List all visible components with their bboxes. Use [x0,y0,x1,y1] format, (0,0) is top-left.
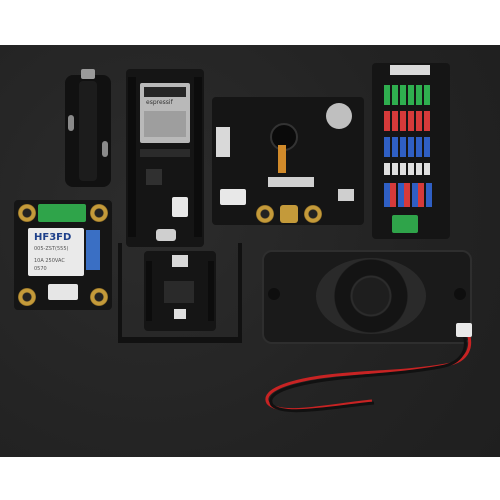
relay-model-text: HF3FD [34,232,72,243]
speaker-wires [265,323,472,413]
product-photo: espressif HF3FD [0,45,500,457]
speaker [262,250,472,344]
usb-c-board [118,243,242,347]
relay-spec-text: 005-ZST(555) [34,246,69,252]
relay-rating-text: 10A 250VAC [34,258,65,264]
relay-rating2-text: 0570 [34,266,47,272]
battery-holder [65,69,111,187]
esp32-board: espressif [126,69,204,247]
esp32-brand-text: espressif [146,99,173,106]
camera-board [212,97,364,225]
relay-module: HF3FD 005-ZST(555) 10A 250VAC 0570 [14,200,112,310]
esp32-module: espressif [140,83,190,143]
io-expansion-board [372,63,450,239]
relay-component: HF3FD 005-ZST(555) 10A 250VAC 0570 [28,228,84,276]
